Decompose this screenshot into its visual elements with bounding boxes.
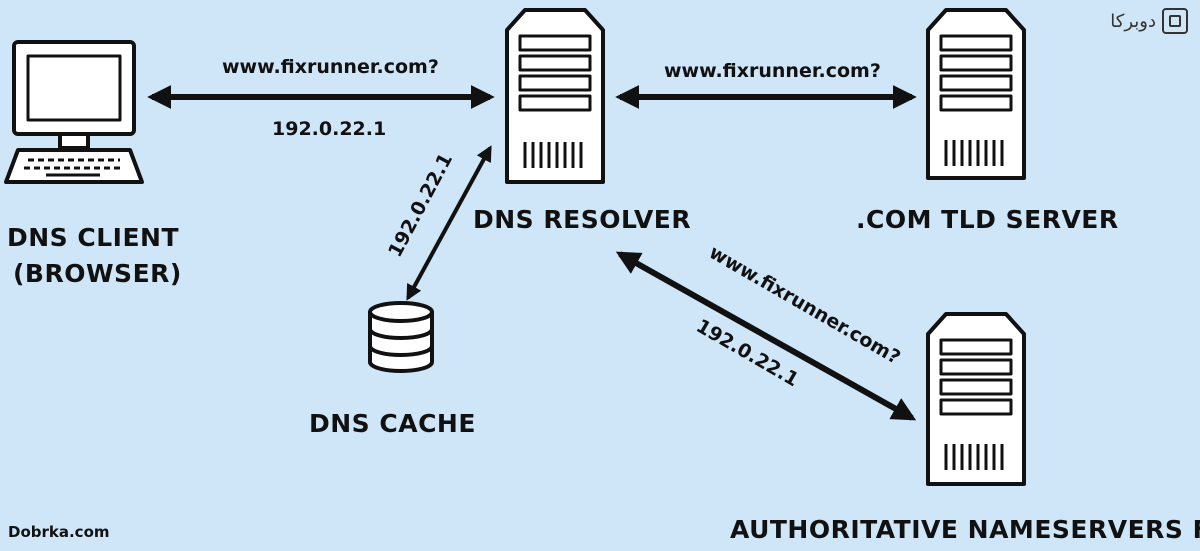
resolver-auth-arrow xyxy=(615,251,917,421)
client-answer-label: 192.0.22.1 xyxy=(272,118,387,140)
dns-cache-label: DNS CACHE xyxy=(309,409,476,438)
tld-server-label: .COM TLD SERVER xyxy=(856,205,1119,234)
authoritative-server-icon xyxy=(926,312,1026,486)
resolver-server-icon xyxy=(505,8,605,184)
client-query-label: www.fixrunner.com? xyxy=(222,56,439,78)
cache-resolver-arrow xyxy=(406,145,492,301)
brand-text: دوبرکا xyxy=(1110,10,1156,32)
dns-client-sublabel: (BROWSER) xyxy=(13,259,182,288)
dns-client-label: DNS CLIENT xyxy=(7,223,180,252)
tld-query-label: www.fixrunner.com? xyxy=(664,60,881,82)
authoritative-label: AUTHORITATIVE NAMESERVERS FOR xyxy=(730,515,1200,544)
tld-server-icon xyxy=(926,8,1026,180)
brand-logo-icon xyxy=(1162,8,1188,34)
computer-icon xyxy=(4,40,144,184)
brand-watermark: دوبرکا xyxy=(1110,8,1188,34)
dns-resolver-label: DNS RESOLVER xyxy=(473,205,692,234)
footer-watermark: Dobrka.com xyxy=(8,523,110,541)
database-icon xyxy=(368,301,434,373)
